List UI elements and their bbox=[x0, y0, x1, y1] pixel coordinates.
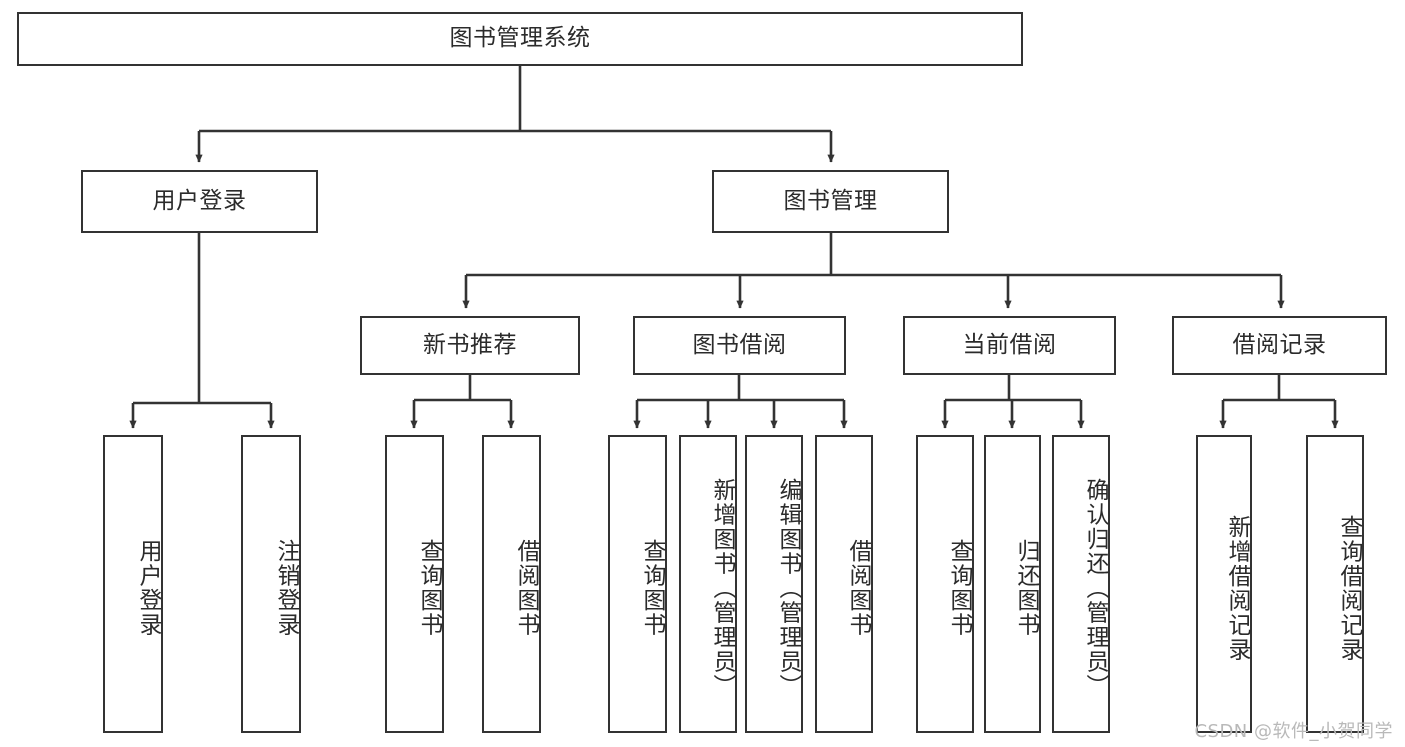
node-book-management[interactable]: 图书管理 bbox=[712, 170, 949, 233]
leaf-new-book-borrow[interactable]: 借阅图书 bbox=[482, 435, 541, 733]
leaf-label: 查询图书 bbox=[946, 539, 972, 637]
leaf-label: 归还图书 bbox=[1013, 539, 1039, 637]
leaf-label: 借阅图书 bbox=[845, 539, 871, 637]
node-borrow-record-label: 借阅记录 bbox=[1232, 331, 1327, 358]
leaf-user-login-login[interactable]: 用户登录 bbox=[103, 435, 163, 733]
leaf-book-borrow-add[interactable]: 新增图书（管理员） bbox=[679, 435, 737, 733]
node-book-borrow[interactable]: 图书借阅 bbox=[633, 316, 846, 375]
watermark: CSDN @软件_小贺同学 bbox=[1194, 721, 1393, 742]
leaf-label: 编辑图书（管理员） bbox=[775, 477, 801, 699]
leaf-label: 确认归还（管理员） bbox=[1082, 477, 1108, 699]
leaf-current-borrow-return[interactable]: 归还图书 bbox=[984, 435, 1041, 733]
leaf-book-borrow-edit[interactable]: 编辑图书（管理员） bbox=[745, 435, 803, 733]
leaf-user-login-logout[interactable]: 注销登录 bbox=[241, 435, 301, 733]
node-user-login-label: 用户登录 bbox=[152, 187, 247, 214]
node-current-borrow[interactable]: 当前借阅 bbox=[903, 316, 1116, 375]
node-new-book-recommend[interactable]: 新书推荐 bbox=[360, 316, 580, 375]
leaf-current-borrow-confirm-return[interactable]: 确认归还（管理员） bbox=[1052, 435, 1110, 733]
leaf-label: 查询借阅记录 bbox=[1336, 514, 1362, 662]
node-user-login[interactable]: 用户登录 bbox=[81, 170, 318, 233]
node-current-borrow-label: 当前借阅 bbox=[962, 331, 1057, 358]
leaf-current-borrow-query[interactable]: 查询图书 bbox=[916, 435, 974, 733]
node-root-label: 图书管理系统 bbox=[449, 25, 591, 52]
leaf-label: 注销登录 bbox=[273, 539, 299, 637]
leaf-label: 借阅图书 bbox=[513, 539, 539, 637]
leaf-book-borrow-borrow[interactable]: 借阅图书 bbox=[815, 435, 873, 733]
node-borrow-record[interactable]: 借阅记录 bbox=[1172, 316, 1387, 375]
leaf-new-book-query[interactable]: 查询图书 bbox=[385, 435, 444, 733]
node-root[interactable]: 图书管理系统 bbox=[17, 12, 1023, 66]
leaf-label: 用户登录 bbox=[135, 539, 161, 637]
leaf-borrow-record-query[interactable]: 查询借阅记录 bbox=[1306, 435, 1364, 733]
leaf-label: 新增借阅记录 bbox=[1224, 514, 1250, 662]
leaf-borrow-record-add[interactable]: 新增借阅记录 bbox=[1196, 435, 1252, 733]
leaf-label: 新增图书（管理员） bbox=[709, 477, 735, 699]
leaf-label: 查询图书 bbox=[639, 539, 665, 637]
leaf-book-borrow-query[interactable]: 查询图书 bbox=[608, 435, 667, 733]
leaf-label: 查询图书 bbox=[416, 539, 442, 637]
node-book-borrow-label: 图书借阅 bbox=[692, 331, 787, 358]
node-book-management-label: 图书管理 bbox=[783, 187, 878, 214]
node-new-book-recommend-label: 新书推荐 bbox=[423, 331, 517, 358]
